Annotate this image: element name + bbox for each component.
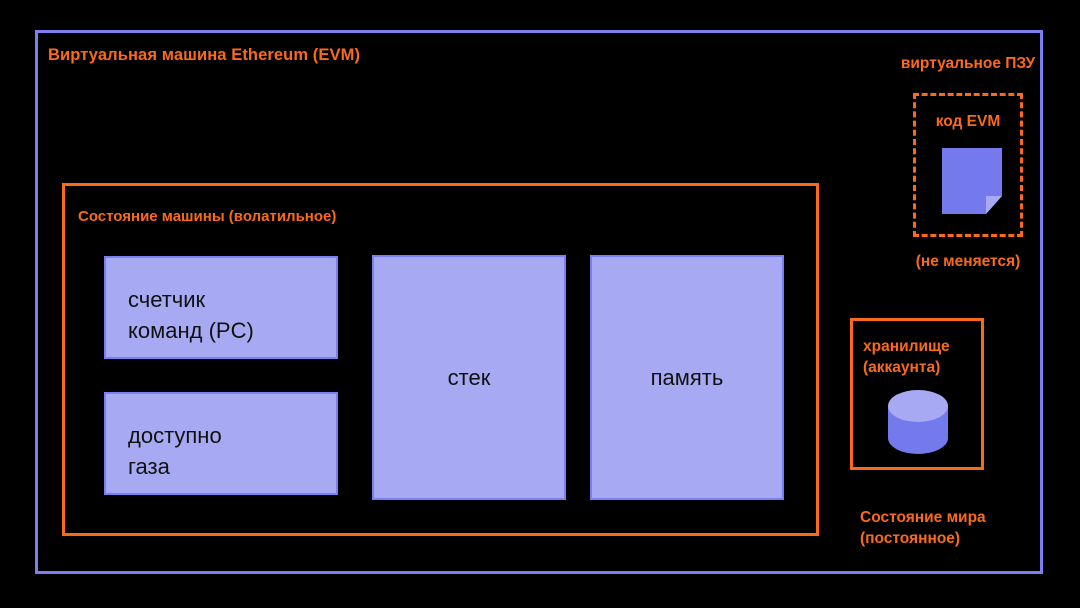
evm-container bbox=[35, 30, 1043, 574]
virtual-rom-note: (не меняется) bbox=[915, 253, 1021, 270]
stack-panel: стек bbox=[372, 255, 566, 500]
database-cylinder-icon bbox=[886, 388, 950, 456]
evm-title: Виртуальная машина Ethereum (EVM) bbox=[48, 46, 361, 64]
world-state-note: Состояние мира(постоянное) bbox=[860, 509, 986, 547]
stack-label: стек bbox=[447, 364, 491, 390]
virtual-rom-title: виртуальное ПЗУ bbox=[900, 55, 1036, 72]
account-storage-label: хранилище(аккаунта) bbox=[863, 338, 950, 376]
machine-state-title: Состояние машины (волатильное) bbox=[78, 208, 337, 225]
machine-state-container bbox=[62, 183, 819, 536]
virtual-rom-container bbox=[913, 93, 1023, 237]
account-storage-container bbox=[850, 318, 984, 470]
document-icon bbox=[942, 148, 1002, 214]
evm-code-label: код EVM bbox=[935, 113, 1001, 130]
memory-label: память bbox=[650, 364, 724, 390]
memory-panel: память bbox=[590, 255, 784, 500]
